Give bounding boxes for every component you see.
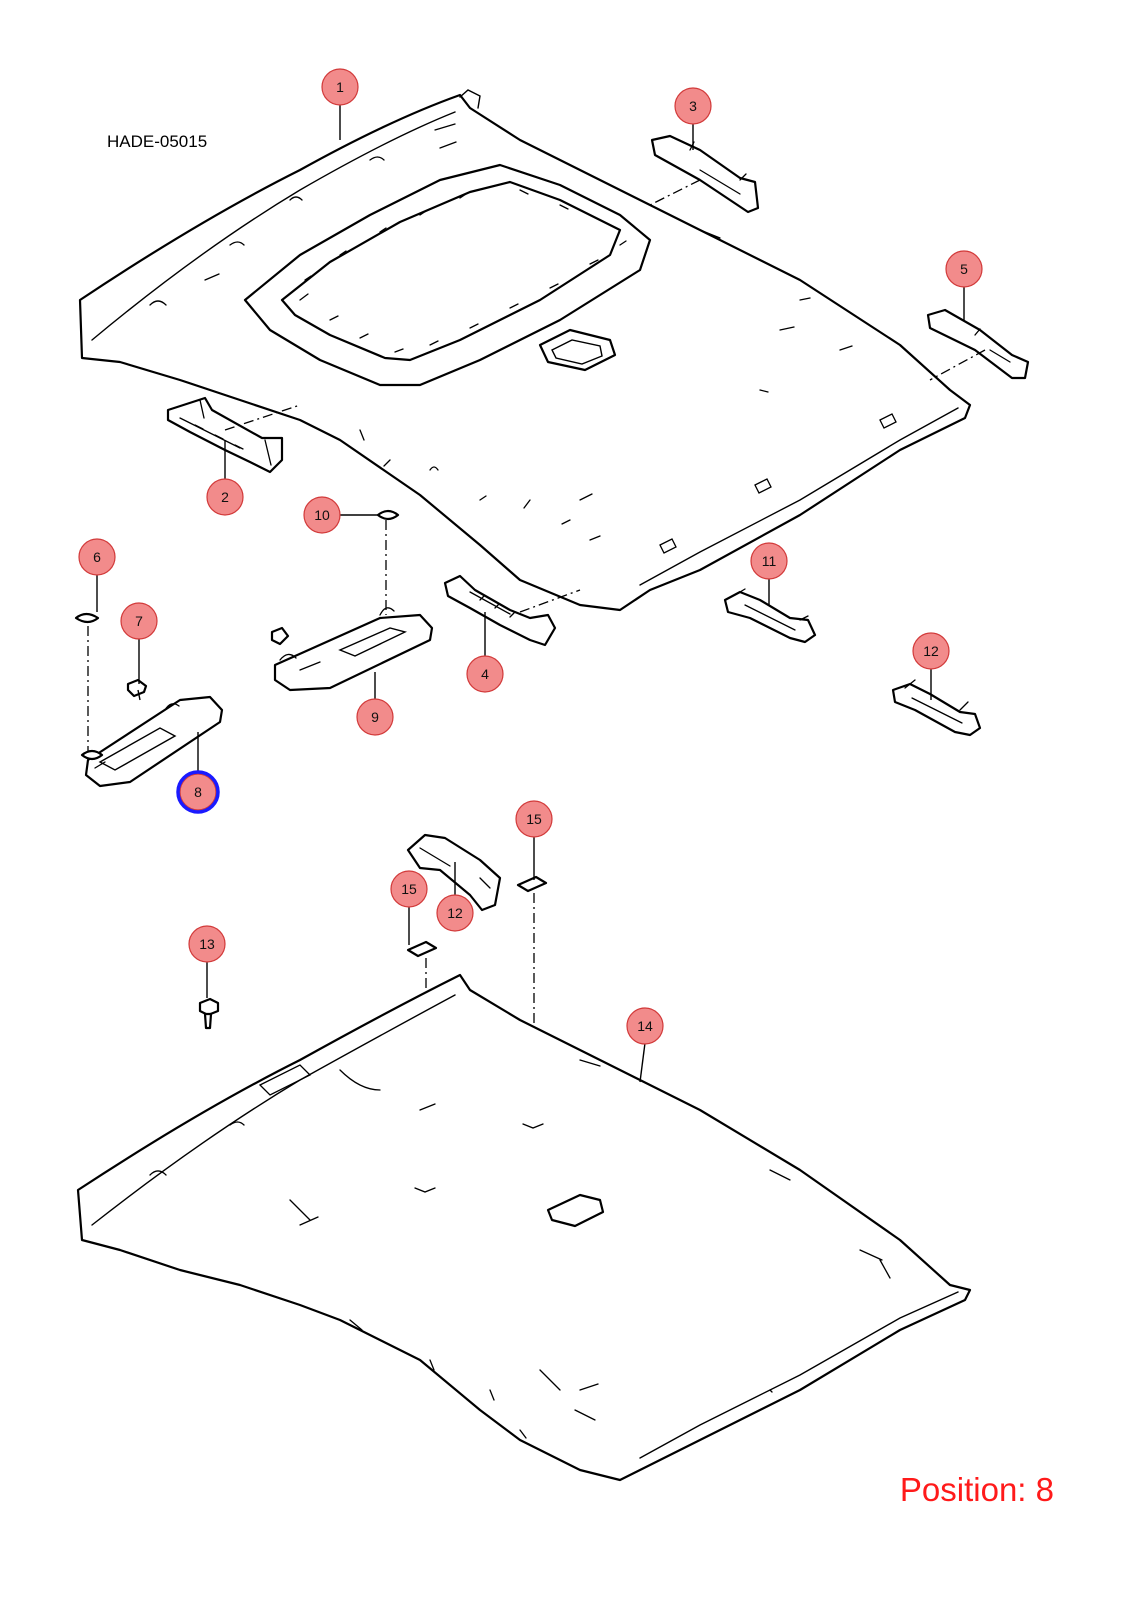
screw-13[interactable] — [198, 997, 220, 1030]
highlight-ring — [176, 770, 220, 814]
visor-clip-6[interactable] — [74, 612, 100, 755]
headliner-lower[interactable] — [76, 973, 972, 1482]
callout-6[interactable]: 6 — [78, 538, 116, 576]
visor-clip-10[interactable] — [376, 509, 400, 615]
callout-4[interactable]: 4 — [466, 655, 504, 693]
headliner-with-sunroof[interactable] — [78, 89, 972, 612]
callout-15-right[interactable]: 15 — [515, 800, 553, 838]
callout-5[interactable]: 5 — [945, 250, 983, 288]
callout-2-label: 2 — [221, 489, 229, 505]
callout-9-label: 9 — [371, 709, 379, 725]
callout-2[interactable]: 2 — [206, 478, 244, 516]
callout-11[interactable]: 11 — [750, 542, 788, 580]
front-bracket[interactable] — [166, 396, 301, 474]
callout-9[interactable]: 9 — [356, 698, 394, 736]
callout-1-label: 1 — [336, 79, 344, 95]
callout-13-label: 13 — [199, 936, 215, 952]
callout-15-left[interactable]: 15 — [390, 870, 428, 908]
callout-5-label: 5 — [960, 261, 968, 277]
leader-lines — [96, 103, 965, 1083]
callout-15-right-label: 15 — [526, 811, 542, 827]
callout-10[interactable]: 10 — [303, 496, 341, 534]
callout-3[interactable]: 3 — [674, 87, 712, 125]
grab-handle-12-detail[interactable] — [406, 833, 502, 912]
callout-12-upper[interactable]: 12 — [912, 632, 950, 670]
callout-12-upper-label: 12 — [923, 643, 939, 659]
callout-4-label: 4 — [481, 666, 489, 682]
callout-8-label: 8 — [194, 784, 202, 800]
callout-3-label: 3 — [689, 98, 697, 114]
grab-handle-12[interactable] — [891, 679, 982, 737]
visor-screw-7[interactable] — [126, 678, 148, 701]
position-label: Position: 8 — [899, 1471, 1054, 1508]
grab-handle-11[interactable] — [723, 588, 817, 644]
callout-1[interactable]: 1 — [321, 68, 359, 106]
drawing-code: HADE-05015 — [107, 132, 208, 151]
callout-12-lower[interactable]: 12 — [436, 894, 474, 932]
callout-10-label: 10 — [314, 507, 330, 523]
sun-visor-left[interactable] — [80, 695, 224, 788]
callout-13[interactable]: 13 — [188, 925, 226, 963]
side-bracket[interactable] — [443, 574, 581, 647]
callout-7[interactable]: 7 — [120, 602, 158, 640]
rear-bracket-left[interactable] — [649, 134, 760, 214]
callout-6-label: 6 — [93, 549, 101, 565]
callout-14[interactable]: 14 — [626, 1007, 664, 1045]
callout-14-label: 14 — [637, 1018, 653, 1034]
sun-visor-right[interactable] — [270, 607, 434, 692]
rear-bracket-right[interactable] — [926, 308, 1030, 381]
callout-7-label: 7 — [135, 613, 143, 629]
clip-15-right[interactable] — [516, 875, 548, 1125]
callout-15-left-label: 15 — [401, 881, 417, 897]
callout-11-label: 11 — [762, 553, 777, 569]
callout-12-lower-label: 12 — [447, 905, 463, 921]
callout-8[interactable]: 8 — [176, 770, 220, 814]
